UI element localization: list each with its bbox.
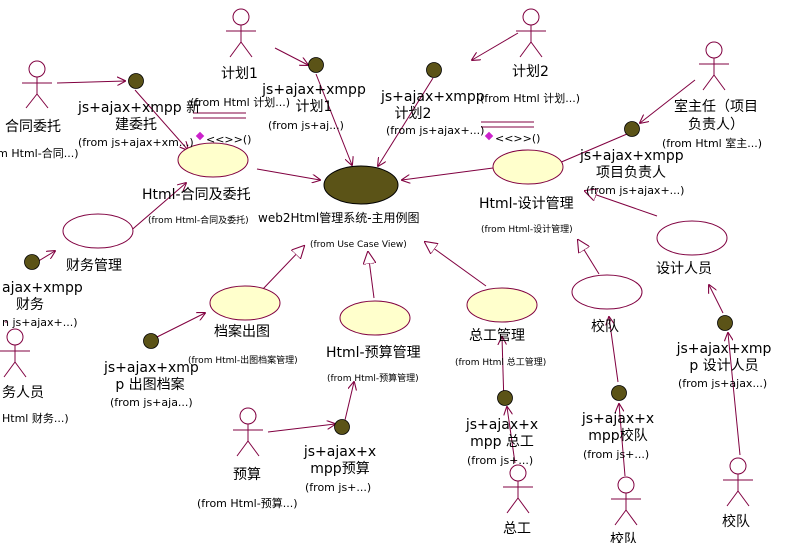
use-case-finance-mgmt bbox=[62, 213, 134, 249]
use-case-design-mgmt bbox=[492, 149, 564, 185]
class-lead-line1: js+ajax+xmpp bbox=[580, 148, 684, 164]
system-node bbox=[323, 165, 399, 205]
actor-budget-source: (from Html-预算...) bbox=[197, 497, 298, 510]
class-lead-source: (from js+ajax+...) bbox=[586, 184, 685, 197]
use-case-design-mgmt-label: Html-设计管理 bbox=[479, 196, 574, 212]
actor-chief-engineer-figure bbox=[503, 464, 533, 514]
system-source: (from Use Case View) bbox=[310, 240, 407, 250]
actor-contract-delegate-source: (from Html-合同...) bbox=[0, 147, 79, 160]
use-case-chief-mgmt bbox=[466, 287, 538, 323]
class-archive-line2: p 出图档案 bbox=[115, 377, 185, 393]
actor-plan1-figure bbox=[226, 8, 256, 58]
class-plan1-source: (from js+aj...) bbox=[268, 119, 344, 132]
class-chief-source: (from js+...) bbox=[467, 454, 534, 467]
use-case-designer bbox=[656, 220, 728, 256]
actor-budget-figure bbox=[233, 407, 263, 457]
class-plan1-line2: 计划1 bbox=[295, 99, 333, 115]
actor-contract-delegate-figure bbox=[22, 60, 52, 109]
class-chief-line1: js+ajax+x bbox=[465, 417, 539, 433]
class-designer-line2: p 设计人员 bbox=[689, 358, 759, 374]
class-proof-line1: js+ajax+x bbox=[581, 411, 655, 427]
interface-left-stereotype: <<>>() bbox=[206, 133, 252, 146]
use-case-chief-mgmt-label: 总工管理 bbox=[469, 328, 525, 344]
class-chief-line2: mpp 总工 bbox=[470, 434, 534, 450]
class-budget-line2: mpp预算 bbox=[310, 461, 370, 477]
class-archive-source: (from js+aja...) bbox=[110, 396, 193, 409]
use-case-contract-source: (from Html-合同及委托) bbox=[148, 216, 249, 226]
actor-plan2-figure bbox=[516, 8, 546, 58]
actor-finance-staff-label: 务人员 bbox=[2, 385, 44, 401]
interface-bars bbox=[193, 112, 534, 128]
use-case-finance-mgmt-label: 财务管理 bbox=[66, 258, 122, 274]
class-finance-source: n js+ajax+...) bbox=[2, 316, 78, 329]
actor-proofreader-right-figure bbox=[723, 457, 753, 507]
actor-chief-engineer-label: 总工 bbox=[503, 521, 531, 537]
class-plan1-line1: js+ajax+xmpp bbox=[262, 82, 366, 98]
class-plan2-line2: 计划2 bbox=[394, 106, 432, 122]
actor-budget-label: 预算 bbox=[233, 467, 261, 483]
class-designer-source: (from js+ajax...) bbox=[678, 377, 768, 390]
system-title: web2Html管理系统-主用例图 bbox=[258, 211, 420, 225]
actor-finance-staff-figure bbox=[0, 328, 30, 378]
actor-office-director-figure bbox=[699, 41, 729, 91]
actors bbox=[0, 8, 753, 526]
use-case-chief-mgmt-source: (from Html 总工管理) bbox=[455, 358, 547, 368]
actor-proofreader-right-label: 校队 bbox=[722, 514, 750, 530]
class-new-contract-source: (from js+ajax+xm...) bbox=[78, 136, 194, 149]
class-plan2-line1: js+ajax+xmpp bbox=[381, 89, 485, 105]
class-budget-source: (from js+...) bbox=[305, 481, 372, 494]
interface-icon-left bbox=[195, 131, 205, 141]
class-lead-line2: 项目负责人 bbox=[596, 165, 666, 181]
use-case-proofreader-label: 校队 bbox=[591, 319, 619, 335]
use-case-contract-label: Html-合同及委托 bbox=[142, 187, 251, 203]
actor-plan2-label: 计划2 bbox=[512, 64, 549, 80]
interface-right-stereotype: <<>>() bbox=[495, 132, 541, 145]
actor-plan1-label: 计划1 bbox=[221, 66, 258, 82]
interface-right-source: (from Html 计划...) bbox=[480, 92, 581, 105]
actor-office-director-line2: 负责人） bbox=[688, 117, 744, 133]
use-case-budget-mgmt-source: (from Html-预算管理) bbox=[327, 374, 419, 384]
use-case-designer-label: 设计人员 bbox=[656, 261, 712, 277]
class-new-contract-line1: js+ajax+xmpp 新 bbox=[78, 100, 201, 116]
class-finance-line2: 财务 bbox=[16, 297, 44, 313]
class-finance-line1: ajax+xmpp bbox=[2, 280, 83, 296]
actor-contract-delegate-label: 合同委托 bbox=[5, 119, 61, 135]
use-case-archive bbox=[209, 285, 281, 321]
actor-office-director-line1: 室主任（项目 bbox=[674, 99, 758, 115]
use-case-design-mgmt-source: (from Html-设计管理) bbox=[481, 225, 573, 235]
use-case-budget-mgmt bbox=[339, 300, 411, 336]
class-proof-line2: mpp校队 bbox=[588, 428, 648, 444]
actor-proofreader-mid-label: 校队 bbox=[610, 532, 638, 543]
interface-icon-right bbox=[484, 131, 494, 141]
class-budget-line1: js+ajax+x bbox=[303, 444, 377, 460]
class-archive-line1: js+ajax+xmp bbox=[104, 360, 199, 376]
actor-finance-staff-source: Html 财务...) bbox=[2, 412, 69, 425]
use-case-proofreader bbox=[571, 274, 643, 310]
generalization-lines bbox=[261, 191, 658, 299]
class-dots bbox=[24, 57, 733, 435]
class-new-contract-line2: 建委托 bbox=[115, 117, 157, 133]
class-designer-line1: js+ajax+xmp bbox=[676, 341, 772, 357]
class-proof-source: (from js+...) bbox=[583, 448, 650, 461]
use-case-contract bbox=[177, 142, 249, 178]
association-lines bbox=[5, 32, 741, 477]
actor-proofreader-mid-figure bbox=[611, 476, 641, 526]
class-plan2-source: (from js+ajax+...) bbox=[386, 124, 485, 137]
actor-office-director-source: (from Html 室主...) bbox=[662, 137, 763, 150]
use-case-budget-mgmt-label: Html-预算管理 bbox=[326, 345, 421, 361]
use-case-archive-label: 档案出图 bbox=[214, 324, 270, 340]
use-case-archive-source: (from Html-出图档案管理) bbox=[188, 356, 298, 366]
interface-left-source: (from Html 计划...) bbox=[190, 96, 291, 109]
